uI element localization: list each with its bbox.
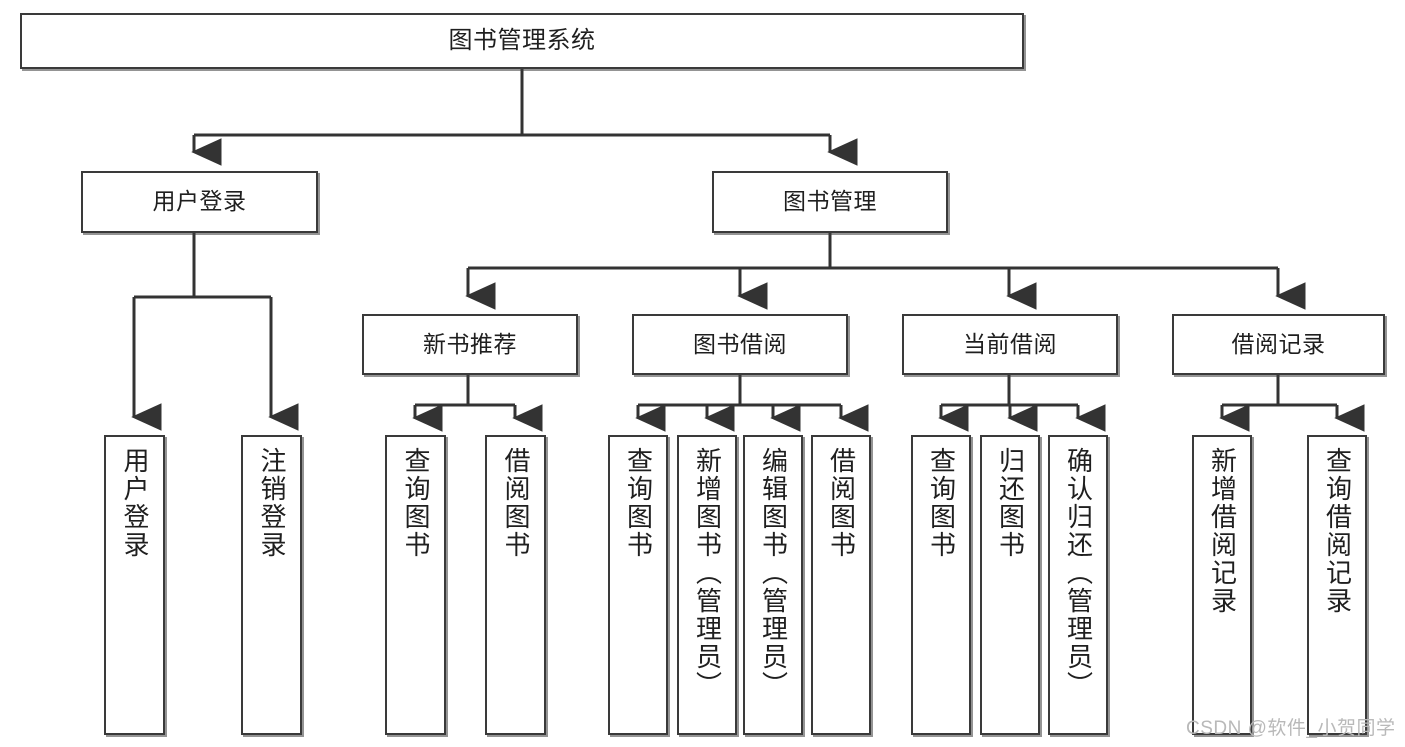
- node-leaf-edit-book-label: 编辑图书（管理员）: [758, 447, 789, 699]
- node-leaf-borrow-book-2-label: 借阅图书: [826, 447, 857, 559]
- node-leaf-borrow-book-1[interactable]: 借阅图书: [485, 435, 546, 735]
- node-leaf-query-record-label: 查询借阅记录: [1322, 447, 1353, 615]
- node-user-login[interactable]: 用户登录: [81, 171, 318, 233]
- node-leaf-user-login[interactable]: 用户登录: [104, 435, 165, 735]
- node-leaf-confirm-return-label: 确认归还（管理员）: [1063, 447, 1094, 699]
- node-leaf-query-book-2-label: 查询图书: [623, 447, 654, 559]
- node-leaf-return-book-label: 归还图书: [995, 447, 1026, 559]
- node-book-borrow-label: 图书借阅: [693, 330, 787, 357]
- node-leaf-query-book-1-label: 查询图书: [401, 447, 432, 559]
- node-leaf-borrow-book-2[interactable]: 借阅图书: [811, 435, 871, 735]
- node-book-manage[interactable]: 图书管理: [712, 171, 948, 233]
- node-root-label: 图书管理系统: [448, 26, 596, 54]
- node-leaf-confirm-return[interactable]: 确认归还（管理员）: [1048, 435, 1108, 735]
- node-leaf-logout[interactable]: 注销登录: [241, 435, 302, 735]
- node-leaf-query-book-1[interactable]: 查询图书: [385, 435, 446, 735]
- node-leaf-query-book-3-label: 查询图书: [926, 447, 957, 559]
- node-leaf-return-book[interactable]: 归还图书: [980, 435, 1040, 735]
- csdn-watermark: CSDN @软件_小贺同学: [1186, 718, 1396, 739]
- node-root[interactable]: 图书管理系统: [20, 13, 1024, 69]
- node-leaf-query-record[interactable]: 查询借阅记录: [1307, 435, 1367, 735]
- node-current-borrow-label: 当前借阅: [963, 330, 1057, 357]
- node-borrow-record[interactable]: 借阅记录: [1172, 314, 1385, 375]
- node-new-book-rec-label: 新书推荐: [423, 330, 517, 357]
- node-new-book-rec[interactable]: 新书推荐: [362, 314, 578, 375]
- node-borrow-record-label: 借阅记录: [1231, 330, 1326, 357]
- node-leaf-edit-book[interactable]: 编辑图书（管理员）: [743, 435, 803, 735]
- node-leaf-borrow-book-1-label: 借阅图书: [501, 447, 532, 559]
- node-book-manage-label: 图书管理: [783, 188, 877, 215]
- node-current-borrow[interactable]: 当前借阅: [902, 314, 1118, 375]
- node-leaf-query-book-2[interactable]: 查询图书: [608, 435, 668, 735]
- node-leaf-add-book[interactable]: 新增图书（管理员）: [677, 435, 737, 735]
- node-leaf-logout-label: 注销登录: [257, 447, 288, 559]
- node-leaf-query-book-3[interactable]: 查询图书: [911, 435, 971, 735]
- node-user-login-label: 用户登录: [152, 188, 247, 215]
- node-book-borrow[interactable]: 图书借阅: [632, 314, 848, 375]
- node-leaf-add-record-label: 新增借阅记录: [1207, 447, 1238, 615]
- node-leaf-add-record[interactable]: 新增借阅记录: [1192, 435, 1252, 735]
- node-leaf-user-login-label: 用户登录: [120, 447, 151, 559]
- node-leaf-add-book-label: 新增图书（管理员）: [692, 447, 723, 699]
